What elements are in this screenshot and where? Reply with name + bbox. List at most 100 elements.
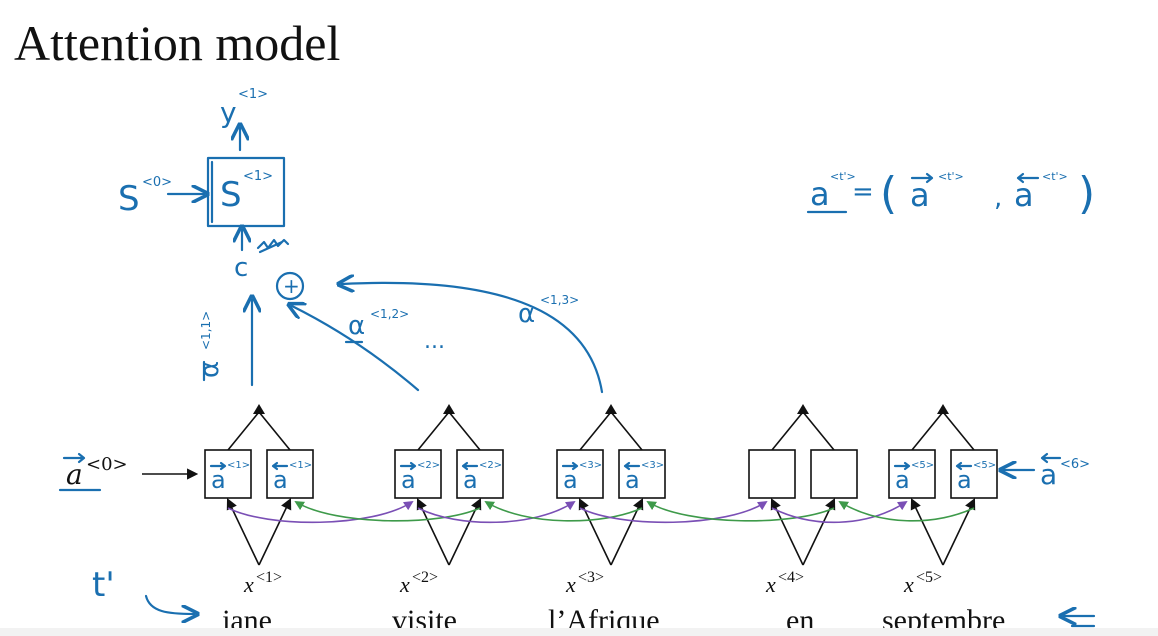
backward-recurrent-link	[838, 501, 975, 522]
input-x-sup: <4>	[778, 569, 804, 586]
input-x-label: x	[903, 572, 914, 597]
forward-arrow-icon	[399, 461, 417, 471]
output-y-label: y	[220, 96, 237, 129]
alpha-13-arrow	[342, 283, 604, 394]
formula-term1: a	[910, 176, 930, 214]
forward-activation-label: a	[563, 466, 578, 494]
scribble-mark	[256, 238, 290, 254]
backward-cell-box	[950, 449, 998, 499]
a0-sup: <0>	[86, 454, 128, 475]
formula-term2: a	[1014, 176, 1034, 214]
sum-symbol: +	[283, 274, 300, 298]
formula-eq: =	[852, 177, 874, 207]
forward-cell-box	[748, 449, 796, 499]
activation-formula: a <t'> = ( a <t'> , a <t'> )	[806, 168, 1095, 219]
slide-title: Attention model	[14, 15, 340, 71]
encoder-cell-3: a<3>a<3>	[556, 404, 666, 566]
a6-sup: <6>	[1060, 457, 1090, 472]
input-x-sup: <1>	[256, 569, 282, 586]
decoder-group: y <1> S <1> S <0> c + α <1,1> α <1,2> ..…	[118, 87, 604, 394]
forward-start-activation: a <0>	[58, 452, 199, 492]
input-x-sup: <3>	[578, 569, 604, 586]
forward-arrow-icon	[910, 172, 934, 184]
forward-recurrent-link	[579, 500, 768, 524]
forward-activation-sup: <5>	[911, 460, 934, 471]
cell-output-arrowhead	[605, 404, 617, 414]
backward-activation-sup: <5>	[973, 460, 996, 471]
alpha-12-sup: <1,2>	[370, 307, 409, 321]
recurrent-links	[227, 500, 975, 524]
cell-output-arrowhead	[937, 404, 949, 414]
forward-activation-sup: <1>	[227, 460, 250, 471]
alpha-13-sup: <1,3>	[540, 293, 579, 307]
a0-label: a	[66, 458, 83, 491]
forward-activation-sup: <2>	[417, 460, 440, 471]
t-prime-arrow	[144, 594, 194, 614]
input-x-label: x	[765, 572, 776, 597]
backward-arrow-icon	[1016, 172, 1040, 184]
alpha-13-label: α	[518, 299, 535, 329]
ellipsis: ...	[424, 329, 445, 354]
backward-cell-box	[618, 449, 666, 499]
forward-activation-sup: <3>	[579, 460, 602, 471]
alpha-11-sup: <1,1>	[199, 311, 213, 350]
backward-activation-sup: <3>	[641, 460, 664, 471]
backward-cell-box	[810, 449, 858, 499]
backward-cell-box	[456, 449, 504, 499]
alpha-12-arrow	[292, 306, 420, 392]
backward-end-arrow-icon	[1040, 452, 1062, 464]
input-x-sup: <2>	[412, 569, 438, 586]
alpha-11-label: α	[195, 361, 225, 378]
backward-arrow-icon	[623, 461, 641, 471]
formula-lhs-sup: <t'>	[830, 170, 856, 183]
formula-term1-sup: <t'>	[938, 170, 964, 183]
backward-activation-sup: <1>	[289, 460, 312, 471]
backward-recurrent-link	[646, 501, 835, 522]
backward-activation-label: a	[957, 466, 972, 494]
forward-arrow-icon	[561, 461, 579, 471]
forward-recurrent-link	[227, 500, 414, 524]
encoder-cells: a<1>a<1>a<2>a<2>a<3>a<3>a<5>a<5>	[204, 404, 998, 566]
backward-recurrent-link	[294, 501, 481, 522]
forward-arrow-icon	[893, 461, 911, 471]
encoder-cell-2: a<2>a<2>	[394, 404, 504, 566]
forward-cell-box	[394, 449, 442, 499]
backward-activation-label: a	[625, 466, 640, 494]
initial-state-sup: <0>	[142, 175, 172, 190]
forward-activation-label: a	[895, 466, 910, 494]
input-x-label: x	[399, 572, 410, 597]
formula-term2-sup: <t'>	[1042, 170, 1068, 183]
backward-recurrent-link	[484, 501, 643, 522]
t-prime-label: t'	[92, 565, 115, 605]
backward-activation-label: a	[273, 466, 288, 494]
forward-recurrent-link	[417, 500, 576, 524]
formula-close-paren: )	[1078, 168, 1095, 219]
encoder-cell-1: a<1>a<1>	[204, 404, 314, 566]
backward-arrow-icon	[461, 461, 479, 471]
encoder-cell-4	[748, 404, 858, 566]
forward-recurrent-link	[771, 500, 908, 524]
cell-output-arrowhead	[253, 404, 265, 414]
backward-arrow-icon	[271, 461, 289, 471]
formula-lhs: a	[810, 175, 830, 213]
formula-comma: ,	[994, 183, 1002, 213]
forward-arrow-icon	[209, 461, 227, 471]
output-y-sup: <1>	[238, 87, 268, 102]
a6-label: a	[1040, 458, 1057, 491]
backward-end-activation: a <6>	[1004, 452, 1090, 491]
input-x-label: x	[243, 572, 254, 597]
alpha-12-label: α	[348, 311, 365, 341]
backward-activation-label: a	[463, 466, 478, 494]
initial-state-label: S	[118, 179, 140, 219]
forward-start-arrow-icon	[62, 452, 86, 464]
input-x-label: x	[565, 572, 576, 597]
sum-circle	[275, 271, 305, 301]
decoder-state-label: S	[220, 175, 242, 215]
forward-activation-label: a	[401, 466, 416, 494]
cell-output-arrowhead	[797, 404, 809, 414]
bottom-bar	[0, 628, 1158, 636]
t-prime-annotation: t'	[92, 565, 1096, 628]
input-x-sup: <5>	[916, 569, 942, 586]
